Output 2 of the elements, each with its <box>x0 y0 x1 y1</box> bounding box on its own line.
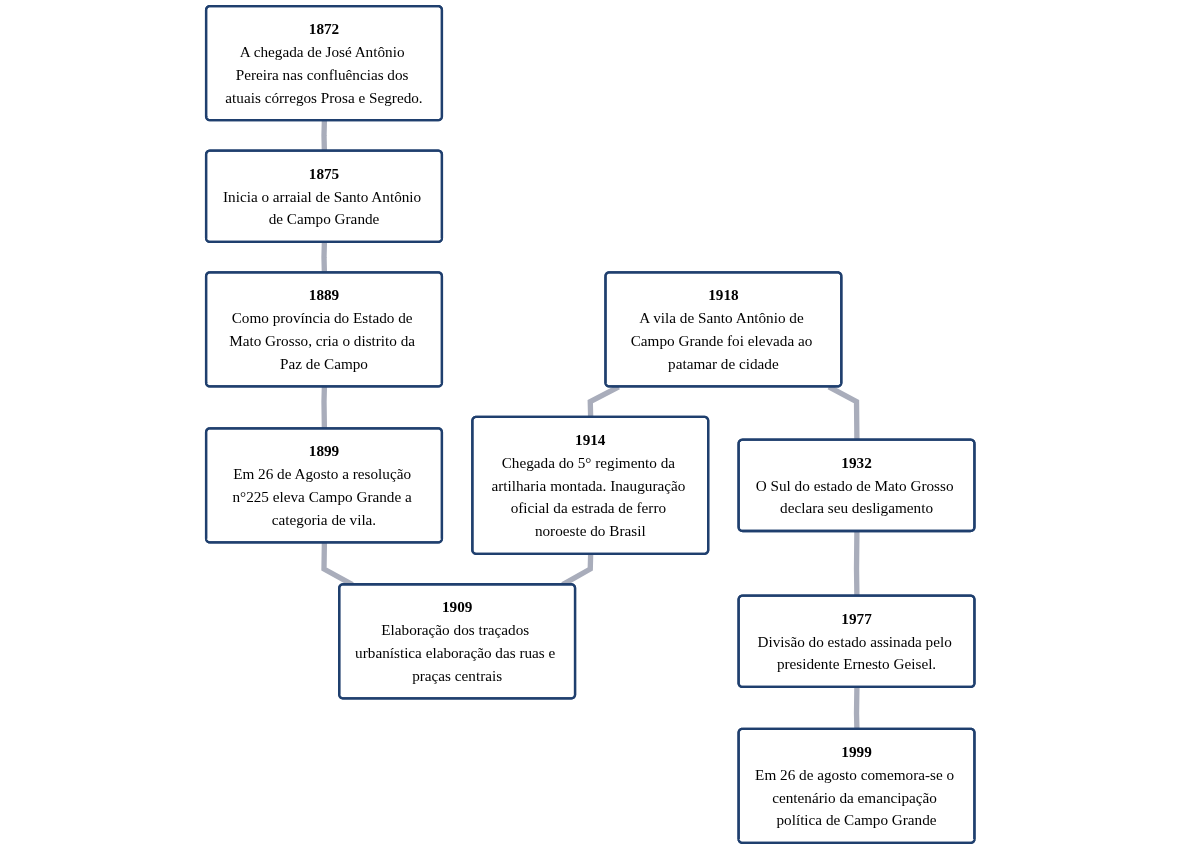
connector <box>321 386 327 429</box>
connector <box>321 242 327 273</box>
